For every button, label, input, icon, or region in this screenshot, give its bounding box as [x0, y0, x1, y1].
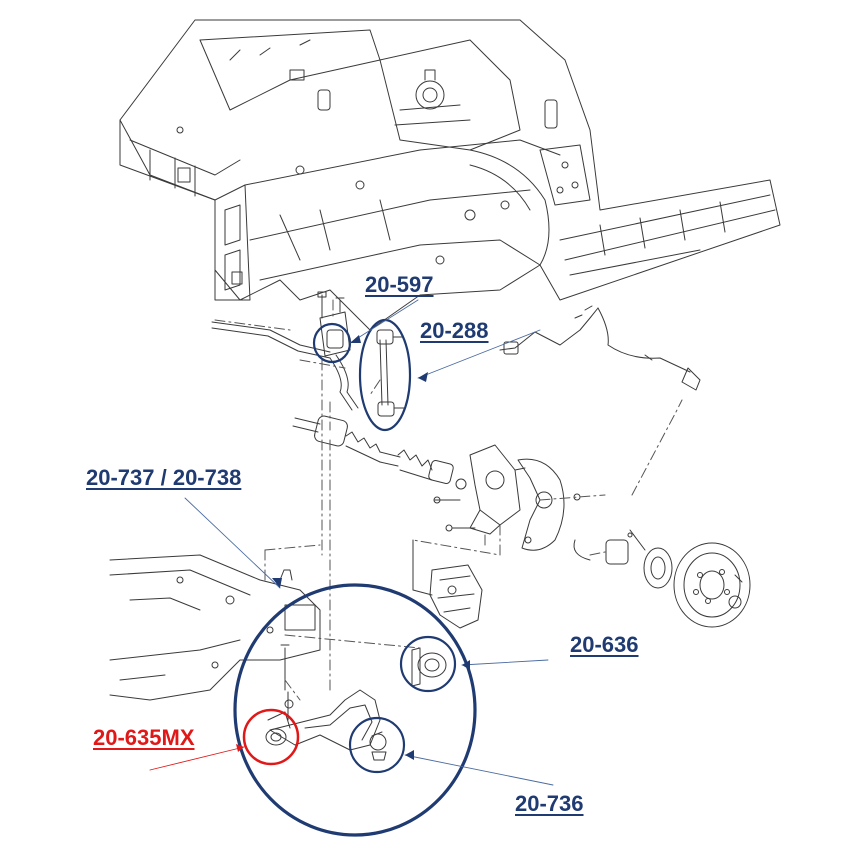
- label-20-635MX[interactable]: 20-635MX: [93, 725, 195, 750]
- label-20-288[interactable]: 20-288: [420, 318, 489, 343]
- highlight-20-636: [399, 635, 457, 693]
- cv-axle: [292, 415, 467, 490]
- brake-caliper: [412, 539, 483, 629]
- vehicle-body-frame: [119, 19, 781, 331]
- steering-knuckle: [433, 444, 526, 535]
- label-20-736[interactable]: 20-736: [515, 791, 584, 816]
- stabilizer-link: [376, 329, 405, 417]
- label-20-636[interactable]: 20-636: [570, 632, 639, 657]
- abs-sensor-cable: [499, 305, 701, 391]
- dust-shield: [517, 458, 581, 551]
- wheel-hub-assembly: [573, 529, 751, 628]
- label-pointer-20-635MX: [149, 746, 245, 771]
- subframe: [109, 554, 321, 701]
- stabilizer-bar: [211, 291, 359, 411]
- highlight-lower-arm-assembly: [233, 583, 477, 837]
- lower-control-arm: [265, 647, 447, 761]
- highlight-20-635MX: [242, 708, 300, 766]
- assembly-guide-lines: [214, 299, 683, 701]
- label-20-597[interactable]: 20-597: [365, 272, 434, 297]
- highlight-20-736: [348, 716, 406, 774]
- label-20-737-20-738[interactable]: 20-737 / 20-738: [86, 465, 242, 490]
- label-pointers: [184, 299, 554, 786]
- highlight-20-288: [358, 318, 412, 432]
